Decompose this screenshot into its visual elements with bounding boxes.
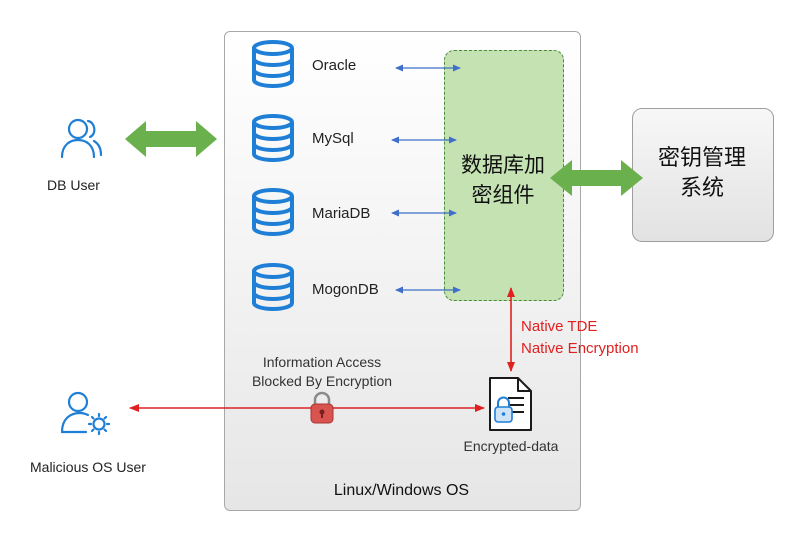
- database-icon: [252, 40, 294, 88]
- db-label-oracle: Oracle: [312, 57, 357, 74]
- user-gear-icon: [60, 391, 111, 436]
- key-management-line1: 密钥管理: [657, 146, 746, 171]
- database-icon: [252, 188, 294, 236]
- encrypted-file-icon: [489, 377, 532, 431]
- green-arrow-kms: [550, 160, 643, 196]
- key-management-box: [632, 108, 774, 242]
- encrypted-data-label: Encrypted-data: [463, 438, 559, 454]
- os-label: Linux/Windows OS: [333, 482, 470, 499]
- encryption-component-line2: 密组件: [471, 183, 535, 207]
- green-arrow-dbuser: [125, 121, 217, 157]
- blocked-label: Information Access Blocked By Encryption: [232, 353, 412, 391]
- key-management-line2: 系统: [679, 176, 724, 201]
- lock-icon: [310, 391, 334, 424]
- db-label-mysql: MySql: [312, 130, 354, 147]
- encryption-component-box: [444, 50, 564, 301]
- db-user-label: DB User: [47, 177, 100, 193]
- blocked-line2: Blocked By Encryption: [251, 373, 393, 389]
- db-label-mariadb: MariaDB: [312, 205, 371, 222]
- native-encryption-label: Native TDE Native Encryption: [521, 316, 639, 360]
- malicious-user-label: Malicious OS User: [30, 459, 146, 475]
- key-management-label: 密钥管理 系统: [632, 144, 772, 204]
- encryption-component-label: 数据库加 密组件: [444, 150, 562, 210]
- database-icon: [252, 114, 294, 162]
- user-icon: [60, 118, 103, 159]
- native-line1: Native TDE: [521, 318, 598, 335]
- encryption-component-line1: 数据库加: [461, 153, 545, 177]
- native-line2: Native Encryption: [521, 340, 639, 357]
- db-label-mogondb: MogonDB: [312, 281, 379, 298]
- blocked-line1: Information Access: [262, 354, 382, 370]
- database-icon: [252, 263, 294, 311]
